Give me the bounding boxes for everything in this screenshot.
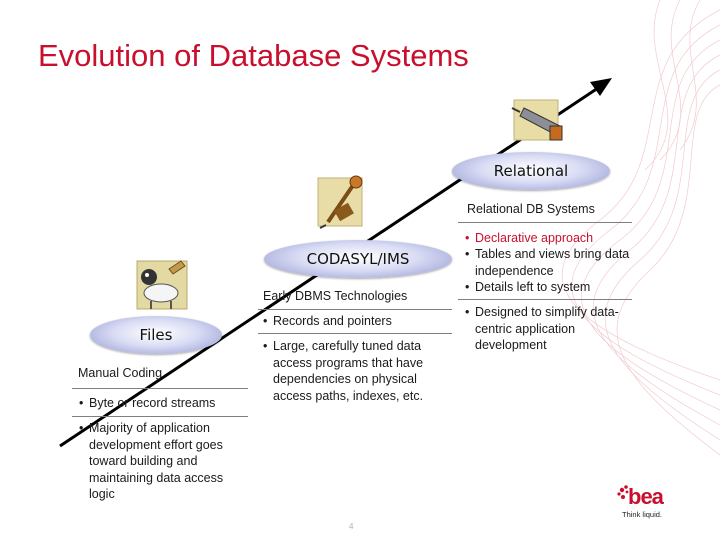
bea-logo: bea Think liquid. <box>612 480 692 520</box>
relational-heading: Relational DB Systems <box>467 202 595 216</box>
files-divider-2 <box>72 416 248 417</box>
codasyl-stage-ellipse: CODASYL/IMS <box>264 240 452 278</box>
codasyl-bullet-2: •Large, carefully tuned data access prog… <box>263 339 424 403</box>
relational-divider-2 <box>458 299 632 300</box>
slide-title: Evolution of Database Systems <box>38 38 469 73</box>
files-bullet-1: •Byte or record streams <box>79 396 216 410</box>
files-divider <box>72 388 248 389</box>
codasyl-bullet-1: •Records and pointers <box>263 314 392 328</box>
hand-drill-clipart-icon <box>317 175 363 229</box>
files-stage-ellipse: Files <box>90 316 222 354</box>
svg-text:bea: bea <box>628 484 665 509</box>
relational-bullet-2: •Tables and views bring data independenc… <box>465 247 630 278</box>
relational-stage-ellipse: Relational <box>452 152 610 190</box>
files-stage-label: Files <box>139 326 173 344</box>
page-number: 4 <box>349 522 354 531</box>
relational-stage-label: Relational <box>493 162 569 180</box>
power-drill-clipart-icon <box>511 99 563 141</box>
codasyl-divider-2 <box>258 333 452 334</box>
relational-bullet-4: •Designed to simplify data-centric appli… <box>465 305 619 352</box>
bea-logo-mark: bea Think liquid. <box>617 484 666 519</box>
relational-divider <box>458 222 632 223</box>
codasyl-heading: Early DBMS Technologies <box>263 289 408 303</box>
files-heading: Manual Coding <box>78 366 163 380</box>
svg-text:Think liquid.: Think liquid. <box>622 510 662 519</box>
codasyl-divider <box>258 309 452 310</box>
relational-bullet-1: •Declarative approach <box>465 231 594 245</box>
files-bullet-2: •Majority of application development eff… <box>79 421 224 501</box>
sheep-clipart-icon <box>136 260 188 310</box>
codasyl-stage-label: CODASYL/IMS <box>306 250 410 268</box>
red-swirl-background <box>561 0 720 456</box>
relational-bullet-3: •Details left to system <box>465 280 591 294</box>
